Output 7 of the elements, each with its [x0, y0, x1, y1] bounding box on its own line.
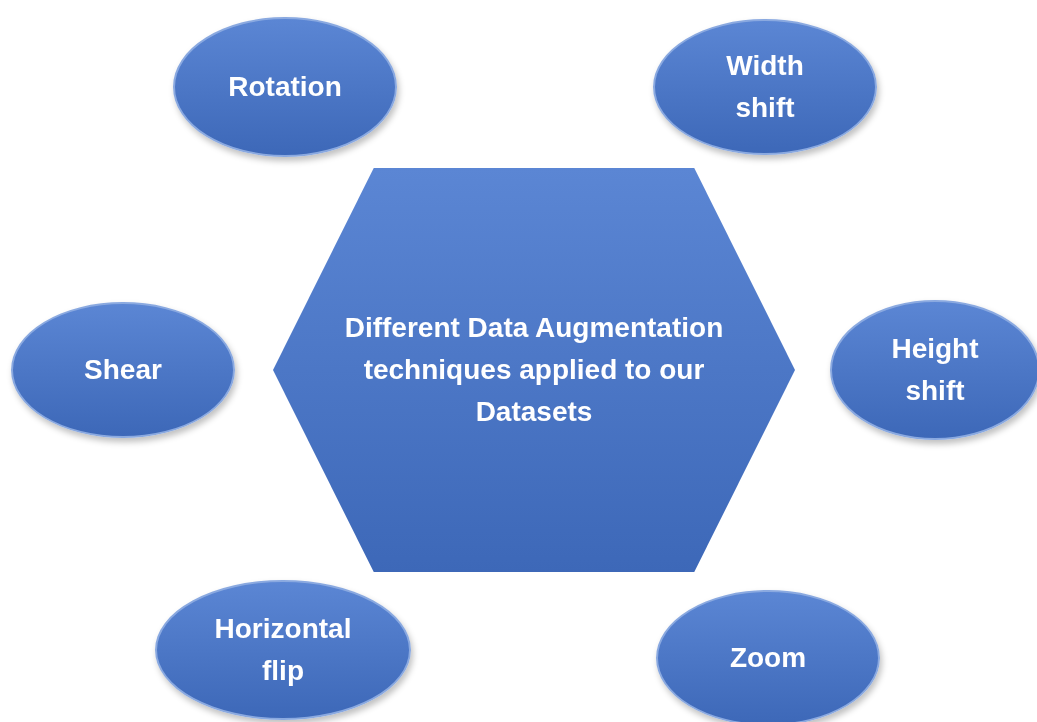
node-label: Height shift: [890, 332, 980, 408]
node-label: Different Data Augmentation techniques applied to our Datasets: [343, 311, 725, 429]
node-label: Shear: [83, 353, 163, 387]
node-label: Horizontal flip: [213, 612, 353, 688]
node-label: Width shift: [725, 49, 805, 125]
node-label: Zoom: [728, 641, 808, 675]
node-label: Rotation: [227, 70, 343, 104]
